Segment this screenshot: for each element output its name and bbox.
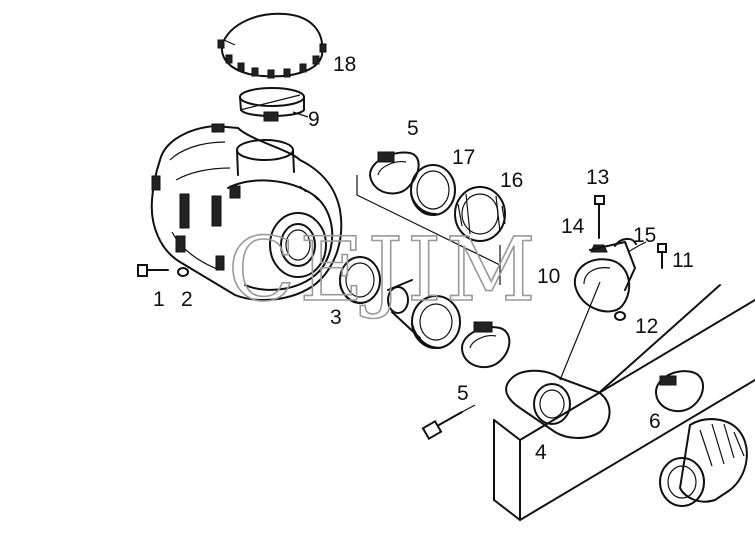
part-13-bolt — [594, 195, 605, 239]
part-17-ring — [410, 164, 456, 216]
callout-11: 11 — [672, 249, 694, 272]
flex-hose — [659, 418, 748, 507]
part-4-hose — [505, 369, 611, 439]
part-5-upper-clamp — [369, 151, 420, 195]
callout-2: 2 — [181, 288, 193, 311]
callout-3: 3 — [330, 306, 342, 329]
sensor — [421, 404, 476, 441]
part-1-bolt — [137, 264, 169, 277]
part-9-clamp — [239, 87, 305, 122]
engine-block — [493, 284, 755, 521]
part-5-lower-clamp — [461, 321, 511, 369]
callout-15: 15 — [633, 224, 656, 247]
part-15-bracket — [589, 238, 637, 291]
air-filter-housing — [150, 123, 343, 301]
part-3-ring — [339, 256, 381, 304]
callout-5-upper: 5 — [407, 117, 419, 140]
part-12-washer — [614, 311, 626, 321]
part-10-clamp — [573, 258, 631, 313]
callout-6: 6 — [649, 410, 661, 433]
callout-4: 4 — [535, 441, 547, 464]
part-16-ring — [454, 186, 506, 242]
callout-17: 17 — [452, 146, 475, 169]
part-2-washer — [177, 267, 189, 277]
callout-14: 14 — [561, 215, 585, 238]
adapter-pipe — [387, 279, 461, 349]
part-18-cover — [217, 12, 327, 79]
callout-13: 13 — [586, 166, 609, 189]
callout-9: 9 — [308, 108, 320, 131]
callout-1: 1 — [153, 288, 165, 311]
callout-5-lower: 5 — [457, 382, 469, 405]
watermark: CEJIM — [228, 218, 540, 321]
callout-12: 12 — [635, 315, 658, 338]
part-6-clamp — [655, 370, 704, 413]
callout-10: 10 — [537, 265, 560, 288]
part-11-bolt — [657, 243, 667, 269]
callout-16: 16 — [500, 169, 523, 192]
callout-18: 18 — [333, 53, 356, 76]
